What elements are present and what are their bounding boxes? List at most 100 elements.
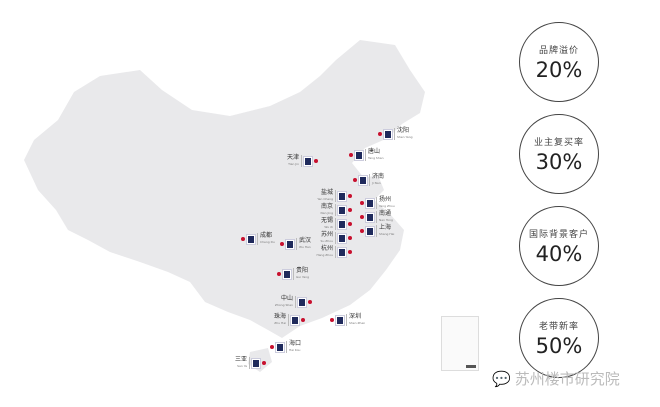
brand-logo-icon <box>276 342 284 352</box>
city-pinyin: Tang Shan <box>368 156 384 160</box>
city-pinyin: Nan Tong <box>379 218 393 222</box>
city-name: 南京 <box>320 203 333 210</box>
city-name: 盐城 <box>320 189 333 196</box>
city-pinyin: Zhu Hai <box>274 321 286 325</box>
location-dot-icon <box>348 208 352 212</box>
city-pinyin: Cheng Du <box>260 240 275 244</box>
city-pinyin: Su Zhou <box>320 239 333 243</box>
location-dot-icon <box>348 194 352 198</box>
brand-logo-icon <box>283 269 291 279</box>
city-name: 扬州 <box>379 196 392 203</box>
brand-logo-icon <box>359 175 367 185</box>
city-pinyin: San Ya <box>237 364 247 368</box>
city-pinyin: Ji Nan <box>372 181 381 185</box>
city-name: 天津 <box>286 154 299 161</box>
city-pinyin: Hang Zhou <box>316 253 333 257</box>
city-pinyin: Shang Hai <box>379 232 395 236</box>
city-name: 沈阳 <box>397 127 410 134</box>
city-pinyin: Shen Zhen <box>349 321 366 325</box>
wechat-icon: 💬 <box>492 369 511 388</box>
location-dot-icon <box>277 272 281 276</box>
watermark: 💬苏州楼市研究院 <box>492 369 620 389</box>
location-dot-icon <box>280 242 284 246</box>
brand-logo-icon <box>338 247 346 257</box>
location-dot-icon <box>241 237 245 241</box>
city-name: 上海 <box>379 224 392 231</box>
brand-logo-icon <box>355 150 363 160</box>
location-dot-icon <box>360 229 364 233</box>
brand-logo-icon <box>338 233 346 243</box>
city-name: 济南 <box>372 173 385 180</box>
brand-logo-icon <box>338 219 346 229</box>
location-dot-icon <box>301 318 305 322</box>
city-name: 武汉 <box>299 237 312 244</box>
brand-logo-icon <box>304 156 312 166</box>
city-name: 南通 <box>379 210 392 217</box>
brand-logo-icon <box>338 191 346 201</box>
location-dot-icon <box>348 222 352 226</box>
location-dot-icon <box>360 201 364 205</box>
location-dot-icon <box>378 132 382 136</box>
city-name: 中山 <box>280 295 293 302</box>
brand-logo-icon <box>291 315 299 325</box>
city-name: 成都 <box>260 232 273 239</box>
city-pinyin: Nan Jing <box>320 211 333 215</box>
brand-logo-icon <box>384 129 392 139</box>
location-dot-icon <box>348 250 352 254</box>
city-name: 苏州 <box>320 231 333 238</box>
city-pinyin: Wu Xi <box>324 225 333 229</box>
brand-logo-icon <box>298 297 306 307</box>
city-name: 贵阳 <box>296 267 309 274</box>
location-dot-icon <box>349 153 353 157</box>
brand-logo-icon <box>366 226 374 236</box>
city-name: 杭州 <box>320 245 333 252</box>
city-pinyin: Yan Cheng <box>317 197 333 201</box>
location-dot-icon <box>360 215 364 219</box>
city-name: 海口 <box>289 340 302 347</box>
brand-logo-icon <box>336 315 344 325</box>
city-pinyin: Yang Zhou <box>379 204 395 208</box>
location-dot-icon <box>270 345 274 349</box>
brand-logo-icon <box>286 239 294 249</box>
city-name: 珠海 <box>273 313 286 320</box>
city-pinyin: Tian Jin <box>288 162 299 166</box>
city-pinyin: Gui Yang <box>296 275 310 279</box>
city-pinyin: Hai Kou <box>289 348 301 352</box>
